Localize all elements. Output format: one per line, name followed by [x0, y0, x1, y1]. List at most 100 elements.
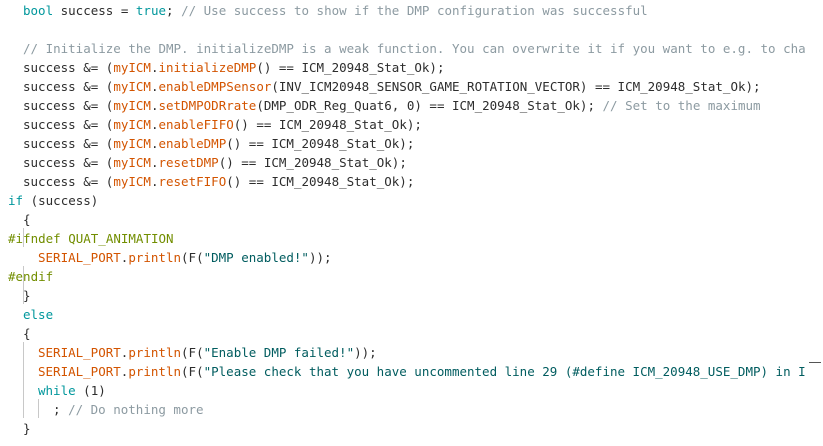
code-token: // Set to the maximum [602, 98, 761, 113]
code-token: resetFIFO [158, 174, 227, 189]
code-token: success &= ( [23, 174, 114, 189]
code-token: resetDMP [158, 155, 219, 170]
code-token: . [150, 60, 159, 75]
code-token: success &= ( [23, 155, 114, 170]
indent-guide [23, 342, 24, 418]
code-token: myICM [113, 155, 151, 170]
code-token: #ifndef QUAT_ANIMATION [8, 231, 174, 246]
code-line[interactable]: SERIAL_PORT.println(F("Enable DMP failed… [38, 343, 823, 362]
code-token: else [23, 307, 54, 322]
code-token: "Enable DMP failed!" [203, 345, 355, 360]
code-token: . [150, 79, 159, 94]
code-token: . [150, 117, 159, 132]
code-token: success &= ( [23, 98, 114, 113]
code-line[interactable]: bool success = true; // Use success to s… [23, 1, 823, 20]
code-token: #endif [8, 269, 54, 284]
code-token: // Initialize the DMP. initializeDMP is … [23, 41, 806, 56]
code-token: (DMP_ODR_Reg_Quat6, 0) == ICM_20948_Stat… [256, 98, 603, 113]
code-token: SERIAL_PORT [38, 250, 121, 265]
code-token: myICM [113, 117, 151, 132]
code-token: "DMP enabled!" [203, 250, 309, 265]
code-token: while [38, 383, 76, 398]
code-token: () == ICM_20948_Stat_Ok); [226, 174, 415, 189]
code-line[interactable]: #endif [8, 267, 823, 286]
code-line[interactable]: success &= (myICM.setDMPODRrate(DMP_ODR_… [23, 96, 823, 115]
code-line[interactable]: SERIAL_PORT.println(F("Please check that… [38, 362, 823, 381]
code-line[interactable]: // Initialize the DMP. initializeDMP is … [23, 39, 823, 58]
indent-guide [23, 228, 24, 247]
code-token: { [23, 212, 31, 227]
code-token: if [8, 193, 24, 208]
code-token: success &= ( [23, 60, 114, 75]
code-line[interactable]: { [23, 324, 823, 343]
code-token: (success) [23, 193, 99, 208]
code-token: (F( [181, 250, 204, 265]
code-token: setDMPODRrate [158, 98, 257, 113]
code-token: . [150, 98, 159, 113]
code-token: success &= ( [23, 117, 114, 132]
code-token: success = [53, 3, 136, 18]
code-token: enableDMP [158, 136, 227, 151]
code-token: success &= ( [23, 79, 114, 94]
code-token: . [120, 364, 129, 379]
code-token: )); [354, 345, 377, 360]
code-token: SERIAL_PORT [38, 364, 121, 379]
code-token: . [120, 250, 129, 265]
code-token: . [150, 174, 159, 189]
code-token: enableDMPSensor [158, 79, 272, 94]
code-token: } [23, 421, 31, 436]
code-line[interactable]: success &= (myICM.resetFIFO() == ICM_209… [23, 172, 823, 191]
code-token: bool [23, 3, 54, 18]
code-line[interactable]: #ifndef QUAT_ANIMATION [8, 229, 823, 248]
code-token: () == ICM_20948_Stat_Ok); [226, 136, 415, 151]
indent-guide [38, 399, 39, 418]
code-token: ; [166, 3, 182, 18]
code-token: . [120, 345, 129, 360]
scrollbar-indicator[interactable] [809, 362, 821, 363]
code-token: myICM [113, 79, 151, 94]
code-token: // Use success to show if the DMP config… [181, 3, 648, 18]
code-token: { [23, 326, 31, 341]
code-line[interactable]: success &= (myICM.initializeDMP() == ICM… [23, 58, 823, 77]
code-line[interactable]: ; // Do nothing more [53, 400, 823, 419]
code-line[interactable]: } [23, 286, 823, 305]
code-token: success &= ( [23, 136, 114, 151]
code-token: println [128, 364, 182, 379]
code-line[interactable]: { [23, 210, 823, 229]
code-line[interactable]: success &= (myICM.resetDMP() == ICM_2094… [23, 153, 823, 172]
code-line[interactable] [23, 20, 823, 39]
code-line[interactable]: if (success) [8, 191, 823, 210]
code-token: } [23, 288, 31, 303]
code-line[interactable]: else [23, 305, 823, 324]
code-token: initializeDMP [158, 60, 257, 75]
code-token: myICM [113, 98, 151, 113]
code-token: (F( [181, 345, 204, 360]
code-token: . [150, 136, 159, 151]
code-token: "Please check that you have uncommented … [203, 364, 806, 379]
code-token: myICM [113, 60, 151, 75]
code-line[interactable]: while (1) [38, 381, 823, 400]
code-token: true [135, 3, 167, 18]
code-token: println [128, 250, 182, 265]
code-token: ; [53, 402, 69, 417]
indent-guide [23, 266, 24, 304]
code-line[interactable]: success &= (myICM.enableDMPSensor(INV_IC… [23, 77, 823, 96]
code-line[interactable]: SERIAL_PORT.println(F("DMP enabled!")); [38, 248, 823, 267]
code-token: () == ICM_20948_Stat_Ok); [233, 117, 422, 132]
code-token: (1) [75, 383, 106, 398]
code-line[interactable]: } [23, 419, 823, 438]
code-token: (INV_ICM20948_SENSOR_GAME_ROTATION_VECTO… [271, 79, 761, 94]
code-token: SERIAL_PORT [38, 345, 121, 360]
code-token: // Do nothing more [68, 402, 204, 417]
code-token: )); [308, 250, 332, 265]
code-token: () == ICM_20948_Stat_Ok); [256, 60, 445, 75]
code-token: (F( [181, 364, 204, 379]
code-token: myICM [113, 136, 151, 151]
code-line[interactable]: success &= (myICM.enableDMP() == ICM_209… [23, 134, 823, 153]
code-token: () == ICM_20948_Stat_Ok); [218, 155, 407, 170]
code-token: enableFIFO [158, 117, 234, 132]
code-token: . [150, 155, 159, 170]
code-line[interactable]: success &= (myICM.enableFIFO() == ICM_20… [23, 115, 823, 134]
code-token: myICM [113, 174, 151, 189]
